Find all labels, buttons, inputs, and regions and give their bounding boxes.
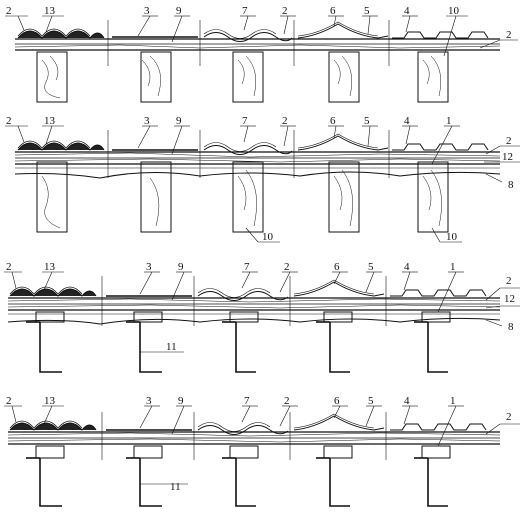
row-4-steel-purlins — [26, 445, 451, 507]
row-2-timber-supports — [36, 161, 449, 233]
row-1-callout: 10 — [448, 5, 460, 17]
row-2-callout: 4 — [404, 115, 410, 127]
row-3-callout: 13 — [44, 261, 56, 273]
row-1-deck — [14, 38, 501, 51]
row-1-corrugated-sheet — [203, 29, 293, 42]
row-2-insulation — [14, 167, 501, 179]
row-3-steel-purlins — [26, 311, 451, 373]
row-2-callout: 13 — [44, 115, 56, 127]
row-2-callout: 9 — [176, 115, 182, 127]
row-2-trapezoid-sheet — [392, 143, 489, 151]
row-3-callout: 4 — [404, 261, 410, 273]
row-3-side-label: 2 — [506, 275, 512, 287]
row-2-side-label: 8 — [508, 179, 514, 191]
row-2-side-label: 12 — [502, 151, 513, 163]
row-4-callout: 2 — [284, 395, 290, 407]
row-1-callout: 5 — [364, 5, 370, 17]
row-4-callout: 13 — [44, 395, 56, 407]
row-4-bottom-label: 11 — [170, 481, 181, 493]
row-4-callout: 1 — [450, 395, 456, 407]
row-2-callout: 3 — [144, 115, 150, 127]
row-3-side-label: 8 — [508, 321, 514, 333]
row-1-callout: 13 — [44, 5, 56, 17]
row-4-wave-sheet — [293, 413, 385, 431]
row-2-deck — [14, 151, 501, 165]
row-4-callout: 6 — [334, 395, 340, 407]
row-1-timber-supports — [36, 51, 449, 103]
row-1-section: 2 13 3 9 7 2 6 5 4 1 — [5, 5, 518, 103]
row-4-callouts: 2 13 3 9 7 2 6 5 4 1 — [4, 395, 520, 493]
row-3-callout: 7 — [244, 261, 250, 273]
row-4-section: 2 13 3 9 7 2 6 5 4 1 — [4, 395, 520, 507]
row-1-wave-sheet — [297, 21, 389, 39]
row-2-callout: 5 — [364, 115, 370, 127]
row-3-deck — [7, 297, 501, 311]
row-2-section: 2 13 3 9 7 2 6 5 4 1 — [5, 115, 520, 243]
row-2-callout: 1 — [446, 115, 452, 127]
row-2-callouts: 2 13 3 9 7 2 6 5 4 1 — [5, 115, 520, 243]
row-2-callout: 6 — [330, 115, 336, 127]
row-2-callout: 2 — [6, 115, 12, 127]
row-3-corrugated-sheet — [197, 288, 289, 301]
row-1-callouts: 2 13 3 9 7 2 6 5 4 1 — [5, 5, 518, 57]
row-3-wave-sheet — [293, 279, 385, 297]
row-4-deck — [7, 431, 501, 445]
row-3-callouts: 2 13 3 9 7 2 6 5 4 1 — [4, 261, 520, 353]
row-4-callout: 9 — [178, 395, 184, 407]
row-4-callout: 5 — [368, 395, 374, 407]
row-2-callout: 7 — [242, 115, 248, 127]
row-3-callout: 1 — [450, 261, 456, 273]
row-4-tile-humps — [9, 420, 97, 431]
row-3-callout: 6 — [334, 261, 340, 273]
row-3-bottom-label: 11 — [166, 341, 177, 353]
row-2-corrugated-sheet — [203, 142, 293, 155]
row-3-callout: 3 — [146, 261, 152, 273]
row-4-callout: 3 — [146, 395, 152, 407]
row-2-bottom-label: 10 — [262, 231, 274, 243]
row-4-corrugated-sheet — [197, 422, 289, 435]
row-3-trapezoid-sheet — [390, 289, 487, 297]
row-2-wave-sheet — [297, 133, 389, 151]
row-3-panel-dividers — [101, 276, 387, 326]
row-4-panel-dividers — [101, 412, 387, 460]
row-1-callout: 2 — [282, 5, 288, 17]
row-4-trapezoid-sheet — [390, 423, 487, 431]
row-3-insulation — [7, 313, 501, 325]
row-3-side-label: 12 — [504, 293, 515, 305]
row-3-section: 2 13 3 9 7 2 6 5 4 1 — [4, 261, 520, 373]
row-4-callout: 4 — [404, 395, 410, 407]
row-4-callout: 7 — [244, 395, 250, 407]
row-1-callout: 2 — [6, 5, 12, 17]
row-3-callout: 9 — [178, 261, 184, 273]
row-1-callout: 6 — [330, 5, 336, 17]
row-1-callout: 4 — [404, 5, 410, 17]
row-2-side-label: 2 — [506, 135, 512, 147]
row-3-callout: 2 — [284, 261, 290, 273]
row-2-panel-dividers — [107, 130, 390, 178]
row-1-callout: 9 — [176, 5, 182, 17]
row-1-callout: 7 — [242, 5, 248, 17]
row-1-trapezoid-sheet — [392, 31, 489, 39]
row-2-bottom-label: 10 — [446, 231, 458, 243]
row-4-side-label: 2 — [506, 411, 512, 423]
row-1-callout: 3 — [144, 5, 150, 17]
row-2-callout: 2 — [282, 115, 288, 127]
row-2-tile-humps — [17, 140, 105, 151]
row-4-callout: 2 — [6, 395, 12, 407]
row-1-panel-dividers — [107, 20, 390, 66]
row-3-callout: 2 — [6, 261, 12, 273]
row-1-tile-humps — [17, 28, 105, 39]
row-1-callout: 2 — [506, 29, 512, 41]
row-3-tile-humps — [9, 286, 97, 297]
row-3-callout: 5 — [368, 261, 374, 273]
